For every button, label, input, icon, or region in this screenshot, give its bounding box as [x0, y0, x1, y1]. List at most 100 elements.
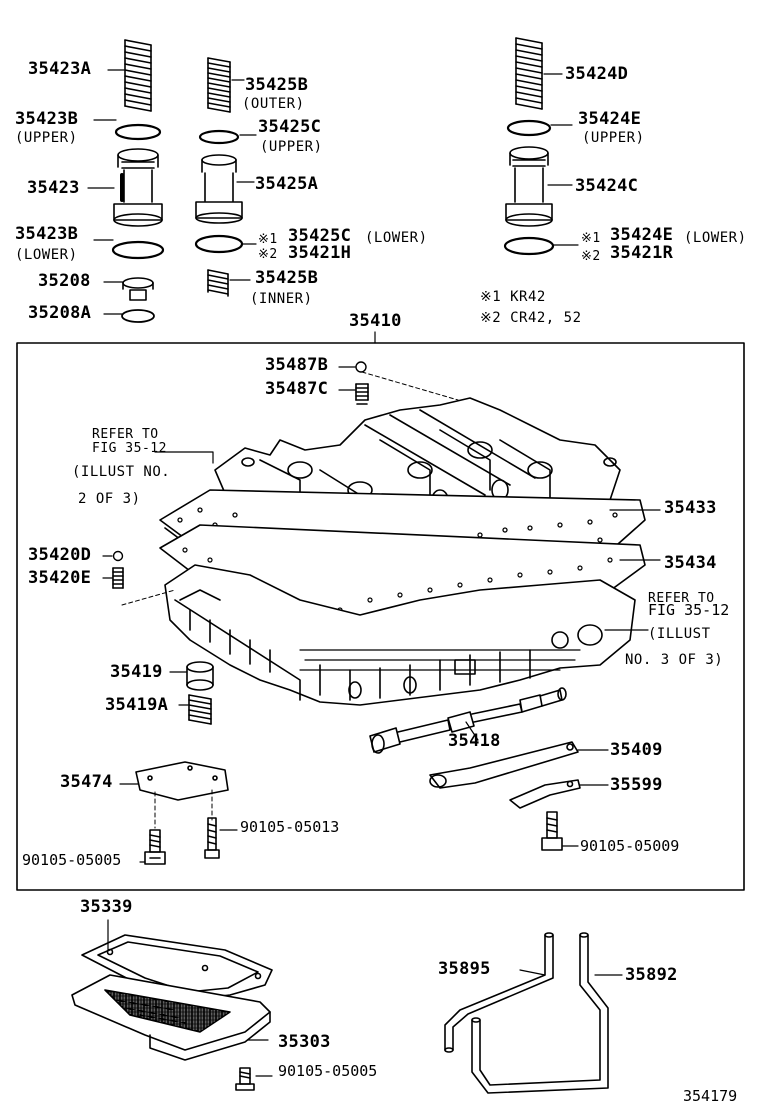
mark-1-35425C: ※1	[258, 232, 278, 247]
label-35420E: 35420E	[28, 568, 92, 588]
seal-ring-35425C-lower	[194, 234, 244, 254]
spring-35487C	[355, 383, 369, 405]
footnote-2: ※2 CR42, 52	[480, 310, 582, 326]
leaders-top-left	[87, 69, 125, 315]
mark-2-35421R: ※2	[581, 249, 601, 264]
note-upper-35423B: (UPPER)	[15, 130, 78, 146]
label-35599: 35599	[610, 775, 663, 795]
label-35895: 35895	[438, 959, 491, 979]
label-35487C: 35487C	[265, 379, 329, 399]
label-35421H: 35421H	[288, 243, 352, 263]
note-upper-35424E: (UPPER)	[582, 130, 645, 146]
label-35434: 35434	[664, 553, 717, 573]
label-35487B: 35487B	[265, 355, 329, 375]
refer-1-line-4: 2 OF 3)	[78, 491, 141, 507]
label-35420D: 35420D	[28, 545, 92, 565]
diagram-id: 354179	[683, 1087, 738, 1105]
refer-1-line-2: FIG 35-12	[92, 441, 167, 456]
oil-strainer-35303	[71, 974, 271, 1061]
spring-plate-35599	[509, 779, 609, 809]
label-35418: 35418	[448, 731, 501, 751]
label-35339: 35339	[80, 897, 133, 917]
label-35421R: 35421R	[610, 243, 674, 263]
dashed-guide-35487	[361, 371, 459, 401]
label-35474: 35474	[60, 772, 113, 792]
bolt-90105-05005-b	[235, 1067, 273, 1091]
refer-2-line-1: REFER TO	[648, 591, 715, 606]
sleeve-35424C	[505, 146, 553, 227]
label-35892: 35892	[625, 965, 678, 985]
label-35423: 35423	[27, 178, 80, 198]
seal-ring-35423B-lower	[111, 240, 165, 260]
cover-plate-35474	[119, 761, 229, 801]
bolt-90105-05005-a	[139, 829, 166, 865]
label-35208: 35208	[38, 271, 91, 291]
check-ball-35487B	[355, 361, 367, 373]
label-35425C-lower: 35425C	[288, 226, 352, 246]
valve-35418	[369, 687, 567, 754]
label-35419A: 35419A	[105, 695, 169, 715]
label-35423A: 35423A	[28, 59, 92, 79]
label-35424E-lower: 35424E	[610, 225, 674, 245]
label-35433: 35433	[664, 498, 717, 518]
plug-35208	[122, 277, 154, 301]
sleeve-35423	[113, 148, 163, 227]
refer-2-line-4: NO. 3 OF 3)	[625, 652, 724, 668]
refer-1-line-1: REFER TO	[92, 427, 159, 442]
label-35425B-outer: 35425B	[245, 75, 309, 95]
label-35425C-upper: 35425C	[258, 117, 322, 137]
note-inner: (INNER)	[250, 291, 313, 307]
spring-35420E	[112, 567, 124, 589]
seal-ring-35424E-upper	[506, 119, 552, 137]
label-35410: 35410	[349, 311, 402, 331]
leaders-35419	[169, 671, 189, 706]
spring-35425B-inner	[207, 269, 229, 297]
label-90105-05005-a: 90105-05005	[22, 851, 122, 869]
label-90105-05005-b: 90105-05005	[278, 1062, 378, 1080]
seal-ring-35423B-upper	[114, 123, 162, 141]
spring-35423A	[124, 39, 152, 112]
mark-2-35421H: ※2	[258, 247, 278, 262]
valve-body-frame	[16, 342, 745, 891]
refer-2-line-3: (ILLUST	[648, 626, 711, 642]
sleeve-35425A	[195, 154, 243, 224]
dashed-guide-35420	[121, 589, 176, 606]
leaders-35487	[338, 366, 356, 391]
seal-ring-35424E-lower	[503, 236, 555, 256]
label-35424D: 35424D	[565, 64, 629, 84]
dashed-guide-35474	[154, 789, 213, 829]
footnote-1: ※1 KR42	[480, 289, 546, 305]
oil-pipe-35895	[444, 932, 554, 1053]
label-35423B-lower: 35423B	[15, 224, 79, 244]
label-35208A: 35208A	[28, 303, 92, 323]
seal-ring-35425C-upper	[198, 129, 240, 145]
label-35425A: 35425A	[255, 174, 319, 194]
spring-35419A	[188, 694, 212, 725]
refer-2-line-2: FIG 35-12	[648, 601, 730, 619]
bolt-90105-05009	[541, 811, 579, 851]
lower-valve-body	[164, 564, 636, 706]
note-upper-35425C: (UPPER)	[260, 139, 323, 155]
label-35424C: 35424C	[575, 176, 639, 196]
note-outer: (OUTER)	[242, 96, 305, 112]
label-35409: 35409	[610, 740, 663, 760]
spring-35424D	[515, 37, 543, 110]
label-35425B-inner: 35425B	[255, 268, 319, 288]
note-lower-35425C: (LOWER)	[365, 230, 428, 246]
label-35424E-upper: 35424E	[578, 109, 642, 129]
label-90105-05009: 90105-05009	[580, 837, 680, 855]
leaders-center	[229, 79, 257, 281]
leader-refer-1	[154, 451, 214, 464]
label-35419: 35419	[110, 662, 163, 682]
detent-lever-35409	[429, 741, 609, 789]
bolt-90105-05013	[204, 817, 238, 859]
label-35423B-upper: 35423B	[15, 109, 79, 129]
plug-35419	[186, 661, 214, 691]
label-35303: 35303	[278, 1032, 331, 1052]
refer-1-line-3: (ILLUST NO.	[72, 464, 171, 480]
note-lower-35424E: (LOWER)	[684, 230, 747, 246]
leaders-35420	[102, 555, 113, 579]
leaders-right	[543, 73, 579, 246]
